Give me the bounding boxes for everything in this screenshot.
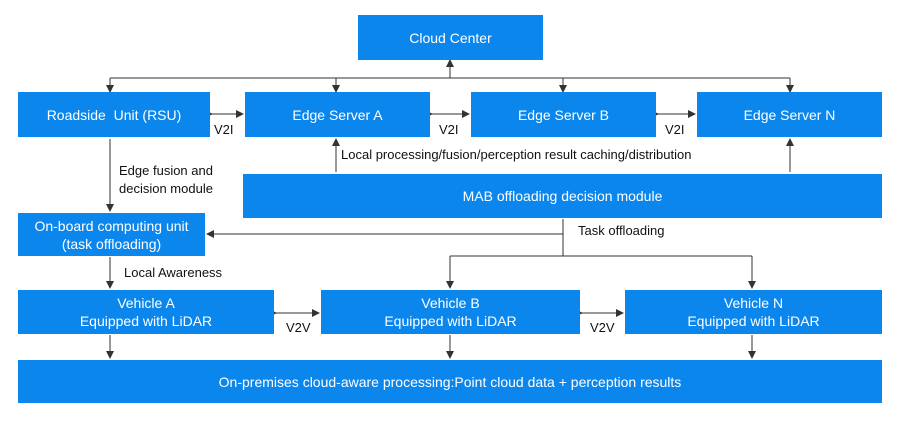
edge-fusion-label-line1: Edge fusion and: [119, 163, 213, 178]
onboard-label-line1: On-board computing unit: [34, 217, 189, 234]
rsu-box: Roadside Unit (RSU): [18, 92, 210, 137]
vehicle-a-label-line1: Vehicle A: [117, 295, 175, 311]
rsu-label: Roadside Unit (RSU): [46, 106, 182, 123]
premises-processing-label: On-premises cloud-aware processing:Point…: [218, 373, 682, 390]
v2i-label-rsu-edge-a: V2I: [214, 122, 234, 137]
vehicle-a-label-line2: Equipped with LiDAR: [79, 313, 213, 329]
vehicle-b-box: Vehicle B Equipped with LiDAR: [321, 290, 580, 334]
mab-module-label: MAB offloading decision module: [462, 188, 663, 204]
local-processing-label: Local processing/fusion/perception resul…: [341, 147, 692, 162]
local-awareness-label: Local Awareness: [124, 265, 223, 280]
vehicle-n-label-line2: Equipped with LiDAR: [687, 313, 820, 329]
edge-server-n-label: Edge Server N: [743, 106, 836, 123]
mab-module-box: MAB offloading decision module: [243, 174, 882, 218]
vehicle-a-box: Vehicle A Equipped with LiDAR: [18, 290, 274, 334]
edge-server-b-label: Edge Server B: [517, 106, 610, 123]
edge-server-a-label: Edge Server A: [292, 106, 383, 123]
vehicle-b-label-line1: Vehicle B: [421, 295, 480, 311]
edge-server-b-box: Edge Server B: [471, 92, 656, 137]
edge-server-n-box: Edge Server N: [697, 92, 882, 137]
onboard-label-line2: (task offloading): [61, 235, 162, 252]
onboard-computing-box: On-board computing unit (task offloading…: [18, 213, 205, 256]
vehicle-n-box: Vehicle N Equipped with LiDAR: [625, 290, 882, 334]
v2i-label-edge-a-edge-b: V2I: [439, 122, 459, 137]
premises-processing-box: On-premises cloud-aware processing:Point…: [18, 360, 882, 403]
v2v-label-a-b: V2V: [286, 320, 311, 335]
edge-fusion-label-line2: decision module: [119, 181, 213, 196]
task-offloading-label: Task offloading: [578, 223, 665, 238]
vehicle-b-label-line2: Equipped with LiDAR: [384, 313, 517, 329]
cloud-center-label: Cloud Center: [409, 29, 492, 46]
vehicle-n-label-line1: Vehicle N: [723, 295, 784, 311]
cloud-center-box: Cloud Center: [358, 15, 543, 60]
v2i-label-edge-b-edge-n: V2I: [665, 122, 685, 137]
v2v-label-b-n: V2V: [590, 320, 615, 335]
edge-server-a-box: Edge Server A: [245, 92, 430, 137]
